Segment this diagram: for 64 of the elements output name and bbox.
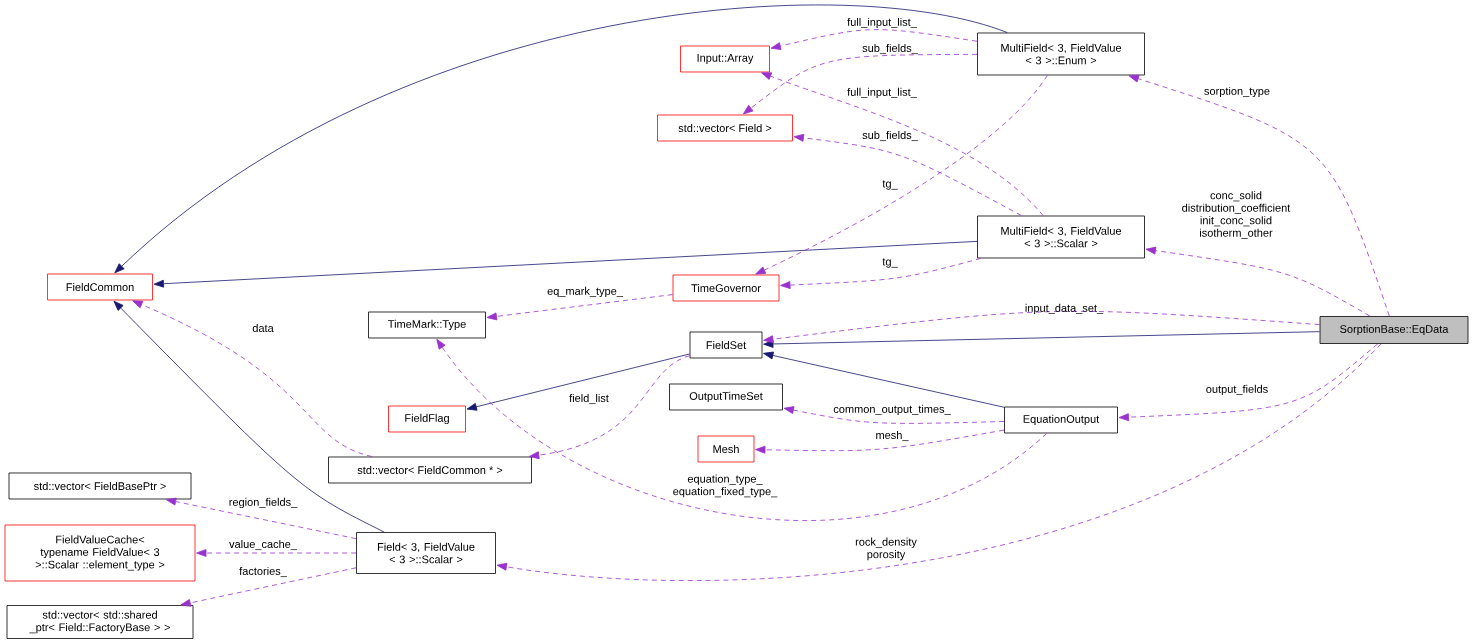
edge-label: input_data_set_ <box>1025 303 1104 315</box>
edge-label: eq_mark_type_ <box>547 286 624 298</box>
edge-label: mesh_ <box>876 430 909 442</box>
association-arrow <box>783 406 1005 424</box>
class-box: FieldFlag <box>388 405 466 433</box>
class-box: FieldCommon <box>47 273 153 301</box>
class-box: EquationOutput <box>1004 406 1118 434</box>
class-box: TimeGovernor <box>672 274 780 302</box>
edge-label: full_input_list_ <box>847 87 917 99</box>
association-arrow <box>180 567 357 607</box>
class-box: MultiField< 3, FieldValue < 3 >::Enum > <box>977 32 1145 76</box>
edge-label: conc_solid distribution_coefficient init_conc_solid isotherm_other <box>1182 191 1291 239</box>
association-arrow <box>165 497 357 540</box>
edge-label: output_fields <box>1206 384 1268 396</box>
edge-label: rock_density porosity <box>855 537 917 561</box>
edge-label: factories_ <box>239 566 287 578</box>
edge-label: data <box>252 323 274 333</box>
inheritance-arrow <box>153 240 978 288</box>
association-arrow <box>529 355 690 460</box>
class-box: MultiField< 3, FieldValue < 3 >::Scalar > <box>977 215 1145 259</box>
class-box: std::vector< Field > <box>657 114 793 142</box>
association-arrow <box>496 343 1382 581</box>
association-arrow <box>1128 74 1390 317</box>
association-arrow <box>770 29 978 50</box>
association-arrow <box>763 310 1320 344</box>
edge-label: sub_fields_ <box>862 43 918 55</box>
edge-label: region_fields_ <box>229 497 298 509</box>
class-box: Input::Array <box>680 45 770 73</box>
inheritance-arrow <box>114 4 1008 274</box>
inheritance-arrow <box>466 353 690 411</box>
association-arrow <box>1145 246 1371 317</box>
edge-label: field_list <box>569 393 609 405</box>
class-box: std::vector< std::shared _ptr< Field::FactoryBase > > <box>6 605 194 639</box>
edge-label: tg_ <box>882 258 898 268</box>
edge-label: equation_type_ equation_fixed_type_ <box>673 474 778 498</box>
association-arrow <box>793 133 1022 216</box>
edge-label: full_input_list_ <box>847 17 917 29</box>
association-arrow <box>755 429 1005 454</box>
class-box: std::vector< FieldCommon * > <box>328 456 532 484</box>
inheritance-arrow <box>113 300 385 533</box>
association-arrow <box>196 549 357 557</box>
association-arrow <box>742 53 978 115</box>
edge-label: sorption_type <box>1204 86 1270 98</box>
inheritance-arrow <box>763 351 1005 408</box>
association-arrow <box>1118 343 1379 422</box>
association-arrow <box>486 294 673 321</box>
class-box: Mesh <box>697 435 755 463</box>
class-box: Field< 3, FieldValue < 3 >::Scalar > <box>356 532 496 574</box>
class-box: FieldValueCache< typename FieldValue< 3 >::Scalar ::element_type > <box>4 524 196 582</box>
class-box: OutputTimeSet <box>669 383 783 411</box>
class-box: TimeMark::Type <box>368 311 486 339</box>
inheritance-arrow <box>763 331 1320 348</box>
association-arrow <box>132 300 373 457</box>
class-box: SorptionBase::EqData <box>1319 316 1469 344</box>
association-arrow <box>436 338 1048 521</box>
class-box: std::vector< FieldBasePtr > <box>8 472 192 500</box>
association-arrow <box>780 258 982 289</box>
edge-label: tg_ <box>882 180 898 190</box>
edge-label: common_output_times_ <box>833 404 951 416</box>
association-arrow <box>755 75 1048 275</box>
class-box: FieldSet <box>689 331 763 359</box>
edge-label: value_cache_ <box>229 539 298 551</box>
association-arrow <box>761 72 1044 216</box>
edge-label: sub_fields_ <box>862 130 918 142</box>
